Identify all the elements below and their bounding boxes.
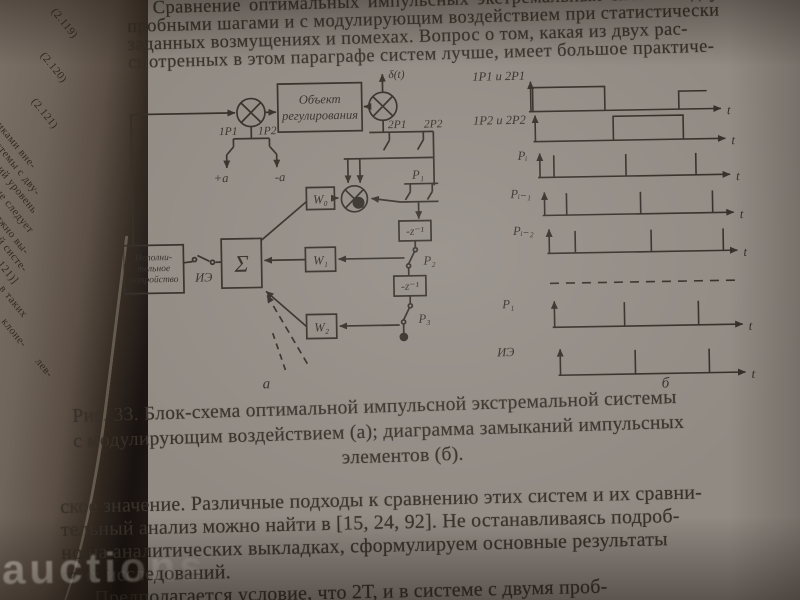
switch-label-2p1: 2P1 [388,119,407,131]
actuator-box-label: устройство [128,274,179,286]
probe-switches-1p [223,126,281,169]
switch-label-1p2: 1P2 [258,125,277,137]
timing-row-label: Pᵢ₋₁ [509,187,531,201]
w1-label: W₁ [313,253,328,267]
p1-label: P₁ [411,168,424,182]
part-label-b: б [662,375,670,391]
dashed-arrow [266,294,309,365]
time-axis-label: t [743,244,747,259]
object-box [276,81,364,133]
switch-label-2p2: 2P2 [424,118,443,130]
time-axis-label: t [736,168,740,183]
time-axis-label: t [749,318,753,333]
object-box-label: регулирования [281,108,358,123]
object-box-label: Объект [299,92,341,107]
block-diagram: Объект регулирования δ(t) 1P1 1P2 2P1 2P… [122,69,443,392]
waveform-row2 [612,114,685,141]
sigma-box [220,237,263,289]
delay1-label: -z⁻¹ [406,226,425,238]
multiplier-3-icon [340,184,369,213]
timing-row-label: 1P2 и 2P2 [473,113,526,128]
actuator-box [122,243,185,295]
multiplier-2-icon [367,91,398,122]
minus-a-label: -a [275,170,286,184]
watermark: auctions [1,542,208,593]
switch-label-1p1: 1P1 [219,126,238,138]
multiplier-1-icon [236,97,266,128]
w0-label: W₀ [313,192,328,206]
waveform-row1 [531,85,606,112]
dashed-arrow [270,329,287,371]
part-label-a: а [263,376,271,392]
timing-row-label: ИЭ [496,345,514,359]
timing-row-label: P₁ [501,297,514,311]
timing-row-label: Pᵢ₋₂ [512,224,534,238]
timing-row-label: 1P1 и 2P1 [472,69,525,84]
time-axis-label: t [727,102,731,117]
left-facing-page [0,0,148,600]
p2-label: P₂ [422,253,436,267]
actuator-box-label: тельное [137,264,170,275]
ie-label: ИЭ [194,270,212,284]
timing-diagram: 1P1 и 2P1 1P2 и 2P2 Pᵢ Pᵢ₋₁ Pᵢ₋₂ P₁ ИЭ t… [472,69,755,392]
w2-label: W₂ [314,320,330,334]
terminal-dot [399,332,409,342]
plus-a-label: +a [214,171,229,185]
waveform-row1 [677,89,707,110]
time-axis-label: t [740,206,744,221]
p1-switch [370,182,439,220]
sigma-label: Σ [233,252,249,278]
sigma-w0-link [260,200,308,242]
delay2-label: -z⁻¹ [401,281,420,293]
p3-label: P₃ [417,311,430,325]
time-axis-label: t [731,132,735,147]
dashed-separator [549,279,742,285]
probe-switches-2p [343,120,436,186]
timing-row-label: Pᵢ [517,149,528,163]
ie-switch [183,254,222,266]
feedback-line [130,109,236,247]
delta-label: δ(t) [388,69,405,81]
actuator-box-label: Исполни- [134,253,172,264]
time-axis-label: t [751,366,755,381]
